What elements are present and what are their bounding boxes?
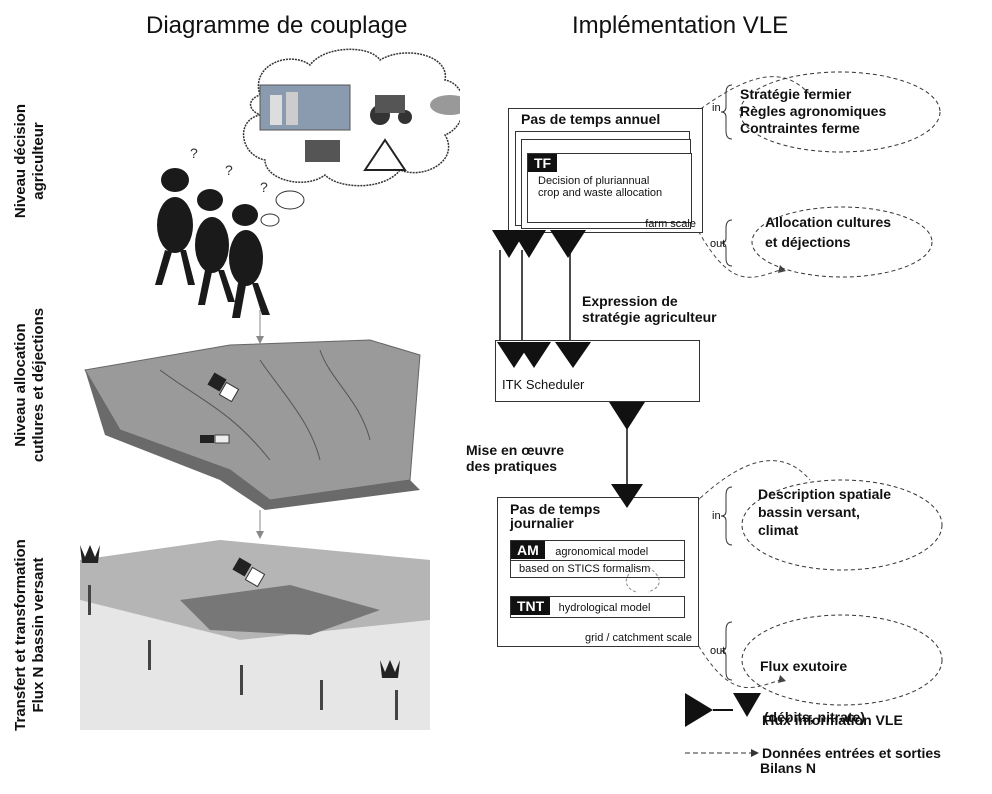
svg-text:?: ?	[225, 162, 233, 178]
level-label-transfer: Transfert et transformation Flux N bassi…	[12, 539, 47, 731]
coupling-illustrations: ? ? ?	[80, 48, 460, 730]
tf-tag: TF	[528, 154, 558, 172]
tnt-module: TNT hydrological model	[510, 596, 685, 618]
stics-label: based on STICS formalism	[519, 563, 651, 575]
am-module: AM agronomical model based on STICS form…	[510, 540, 685, 578]
level-label-decision: Niveau décision agriculteur	[12, 103, 47, 219]
scheduler-label: ITK Scheduler	[502, 377, 585, 392]
thought-cloud-icon	[243, 48, 460, 227]
expression-label: Expression de stratégie agriculteur	[582, 293, 717, 325]
svg-text:?: ?	[190, 145, 198, 161]
catchment-transfer-illustration	[80, 540, 430, 730]
annual-timestep-box: Pas de temps annuel TF Decision of pluri…	[508, 108, 703, 233]
tf-module: TF Decision of pluriannual crop and wast…	[527, 153, 692, 223]
scheduler-ports	[497, 342, 645, 430]
flux-legend-icon	[685, 693, 761, 727]
mise-label: Mise en œuvre des pratiques	[466, 442, 565, 474]
svg-text:?: ?	[260, 179, 268, 195]
legend-flux-label: Flux information VLE	[762, 712, 903, 728]
daily-box-title: Pas de temps journalier	[510, 501, 601, 531]
left-title: Diagramme de couplage	[146, 12, 408, 39]
right-title: Implémentation VLE	[572, 12, 789, 39]
am-tag: AM	[511, 541, 545, 559]
catch-out-label: out	[710, 645, 726, 657]
tnt-label: hydrological model	[558, 602, 651, 614]
legend-icons	[685, 693, 761, 757]
farm-inputs-list: Stratégie fermier Règles agronomiques Co…	[740, 86, 887, 136]
decision-line2: crop and waste allocation	[538, 187, 663, 199]
farm-in-label: in	[712, 102, 721, 114]
farm-output-ports	[492, 230, 586, 258]
daily-ports	[611, 484, 660, 593]
tnt-tag: TNT	[511, 597, 551, 615]
catchment-scale-label: grid / catchment scale	[585, 632, 692, 644]
vle-flow-diagram	[499, 71, 943, 706]
decision-line1: Decision of pluriannual	[538, 175, 650, 187]
daily-timestep-box: Pas de temps journalier AM agronomical m…	[497, 497, 699, 647]
catch-in-label: in	[712, 510, 721, 522]
farm-outputs-list: Allocation cultures et déjections	[765, 214, 892, 250]
farm-scale-label: farm scale	[645, 218, 696, 230]
landscape-plot-illustration	[84, 339, 421, 510]
annual-box-title: Pas de temps annuel	[521, 111, 661, 127]
catchment-inputs-list: Description spatiale bassin versant, cli…	[758, 486, 892, 538]
legend-data-label: Données entrées et sorties	[762, 745, 941, 761]
farm-out-label: out	[710, 238, 726, 250]
am-label: agronomical model	[555, 546, 649, 558]
farmers-illustration: ? ? ?	[155, 145, 270, 318]
catchment-outputs-list: Flux exutoire (débits, nitrate) Bilans N	[760, 658, 866, 776]
dashed-arrow-legend-icon	[685, 749, 759, 757]
level-label-allocation: Niveau allocation cutlures et déjections	[12, 307, 47, 463]
